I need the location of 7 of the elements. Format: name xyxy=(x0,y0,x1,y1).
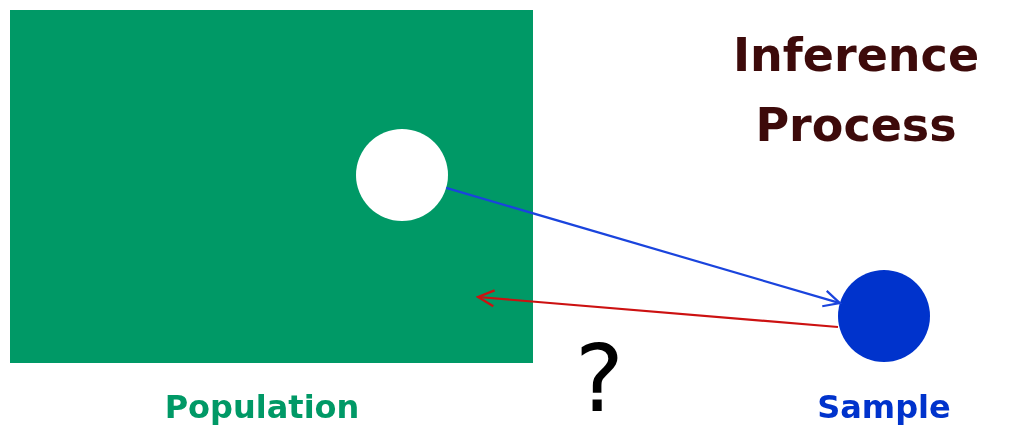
node-label: Sample xyxy=(816,388,952,426)
arrow xyxy=(445,186,841,308)
arrow xyxy=(476,289,839,329)
population-rectangle xyxy=(10,10,533,363)
title: Inference Process xyxy=(731,27,981,154)
node-label: Population xyxy=(163,388,361,426)
question-mark: ? xyxy=(575,325,624,435)
